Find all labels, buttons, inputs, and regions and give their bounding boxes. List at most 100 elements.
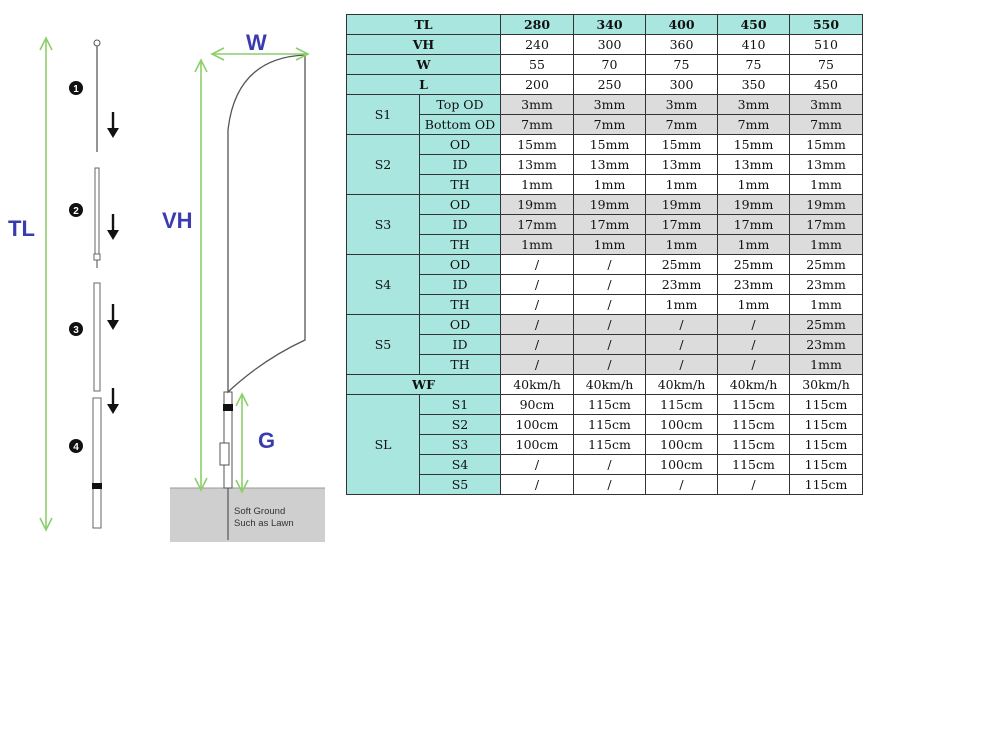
svg-text:4: 4 xyxy=(73,442,79,453)
value-cell: / xyxy=(573,474,646,495)
header-cell: 400 xyxy=(645,14,718,35)
value-cell: 1mm xyxy=(789,174,863,195)
value-cell: 70 xyxy=(573,54,646,75)
value-cell: / xyxy=(500,274,574,295)
value-cell: 25mm xyxy=(645,254,718,275)
value-cell: 17mm xyxy=(717,214,790,235)
ground-block xyxy=(170,487,325,542)
value-cell: 115cm xyxy=(789,394,863,415)
sub-label: TH xyxy=(419,354,501,375)
value-cell: 25mm xyxy=(717,254,790,275)
value-cell: 23mm xyxy=(717,274,790,295)
value-cell: 40km/h xyxy=(500,374,574,395)
svg-text:1: 1 xyxy=(73,84,79,95)
sub-label: ID xyxy=(419,214,501,235)
value-cell: 75 xyxy=(789,54,863,75)
value-cell: 115cm xyxy=(573,434,646,455)
value-cell: 7mm xyxy=(500,114,574,135)
row-label: WF xyxy=(346,374,501,395)
value-cell: / xyxy=(645,334,718,355)
sub-label: ID xyxy=(419,154,501,175)
value-cell: 19mm xyxy=(645,194,718,215)
value-cell: 19mm xyxy=(500,194,574,215)
group-label: SL xyxy=(346,394,420,495)
value-cell: 17mm xyxy=(500,214,574,235)
header-cell: 280 xyxy=(500,14,574,35)
value-cell: 200 xyxy=(500,74,574,95)
pole-section-2 xyxy=(93,167,101,268)
sub-label: ID xyxy=(419,334,501,355)
group-label: S5 xyxy=(346,314,420,375)
sub-label: OD xyxy=(419,194,501,215)
group-label: S3 xyxy=(346,194,420,255)
group-label: S2 xyxy=(346,134,420,195)
value-cell: 3mm xyxy=(717,94,790,115)
value-cell: 1mm xyxy=(789,354,863,375)
value-cell: / xyxy=(500,474,574,495)
table-row: ID////23mm xyxy=(347,334,863,355)
pole-section-1 xyxy=(93,39,101,152)
sub-label: OD xyxy=(419,314,501,335)
value-cell: 17mm xyxy=(645,214,718,235)
vh-dimension-line xyxy=(194,58,208,492)
value-cell: 75 xyxy=(645,54,718,75)
ground-label-line2: Such as Lawn xyxy=(234,518,294,529)
value-cell: 1mm xyxy=(717,294,790,315)
value-cell: 115cm xyxy=(573,394,646,415)
value-cell: 25mm xyxy=(789,314,863,335)
sub-label: ID xyxy=(419,274,501,295)
sub-label: TH xyxy=(419,174,501,195)
value-cell: 13mm xyxy=(645,154,718,175)
value-cell: / xyxy=(500,314,574,335)
value-cell: / xyxy=(645,354,718,375)
down-arrow-icon xyxy=(107,388,119,414)
value-cell: 300 xyxy=(573,34,646,55)
value-cell: 100cm xyxy=(500,414,574,435)
value-cell: 1mm xyxy=(717,234,790,255)
header-cell: 340 xyxy=(573,14,646,35)
value-cell: 19mm xyxy=(789,194,863,215)
value-cell: 13mm xyxy=(717,154,790,175)
value-cell: / xyxy=(717,334,790,355)
value-cell: 410 xyxy=(717,34,790,55)
value-cell: 115cm xyxy=(573,414,646,435)
value-cell: / xyxy=(500,294,574,315)
value-cell: 100cm xyxy=(645,454,718,475)
value-cell: 350 xyxy=(717,74,790,95)
value-cell: 15mm xyxy=(500,134,574,155)
pole-section-4 xyxy=(92,397,102,529)
value-cell: 17mm xyxy=(573,214,646,235)
sub-label: Top OD xyxy=(419,94,501,115)
value-cell: 1mm xyxy=(645,234,718,255)
value-cell: 3mm xyxy=(789,94,863,115)
value-cell: 115cm xyxy=(717,394,790,415)
w-dimension-line xyxy=(210,47,310,61)
value-cell: 23mm xyxy=(789,334,863,355)
vh-label: VH xyxy=(162,208,193,233)
value-cell: / xyxy=(500,354,574,375)
value-cell: 13mm xyxy=(500,154,574,175)
flag-pole-diagram: TL 1 2 3 4 xyxy=(8,30,325,542)
sub-label: TH xyxy=(419,294,501,315)
value-cell: / xyxy=(573,254,646,275)
row-label: VH xyxy=(346,34,501,55)
value-cell: 1mm xyxy=(573,174,646,195)
value-cell: 55 xyxy=(500,54,574,75)
sub-label: S2 xyxy=(419,414,501,435)
value-cell: 1mm xyxy=(645,174,718,195)
value-cell: 7mm xyxy=(789,114,863,135)
value-cell: 240 xyxy=(500,34,574,55)
value-cell: / xyxy=(573,454,646,475)
value-cell: 360 xyxy=(645,34,718,55)
group-label: S1 xyxy=(346,94,420,135)
value-cell: / xyxy=(717,314,790,335)
